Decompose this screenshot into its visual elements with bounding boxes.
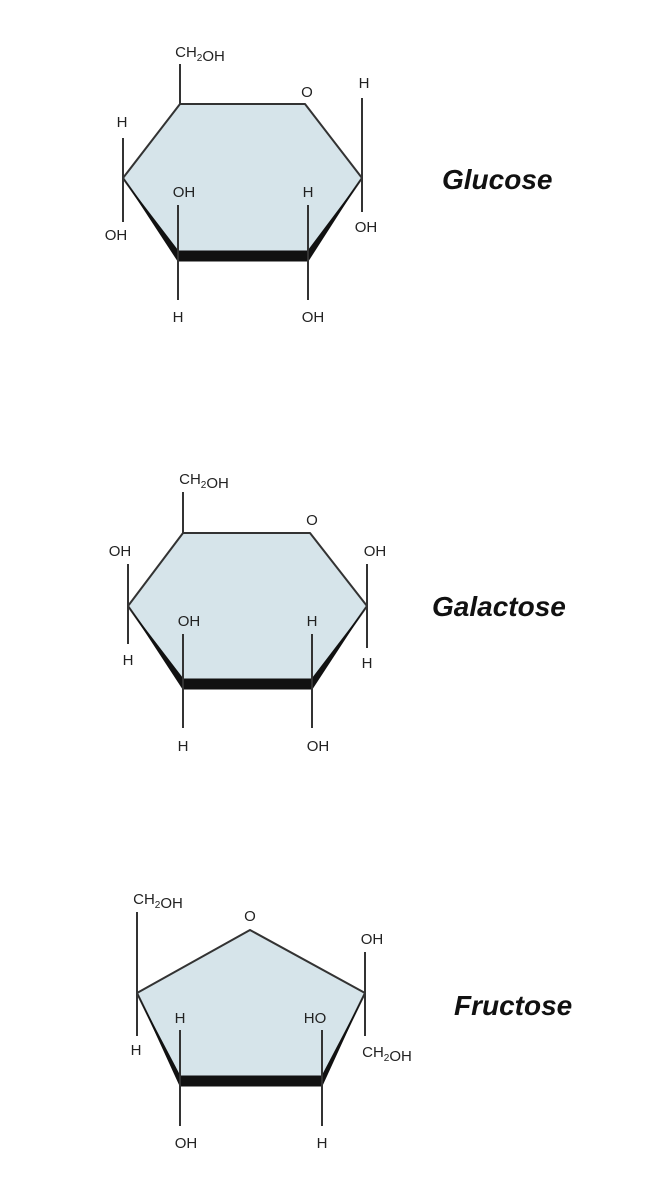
galactose-c4-top-label: OH (109, 543, 132, 560)
galactose-c1-top-label: OH (364, 543, 387, 560)
glucose-c4-top-label: H (117, 114, 128, 131)
fructose-ring-oxygen-label: O (244, 908, 256, 925)
glucose-ring-wedge-left (123, 178, 178, 262)
fructose-c2-top-label: OH (361, 931, 384, 948)
galactose-c6-label: CH2OH (179, 471, 229, 492)
galactose-c1-bottom-label: H (362, 655, 373, 672)
fructose-c5-bottom-label: H (131, 1042, 142, 1059)
fructose-c4-top-label: H (175, 1010, 186, 1027)
galactose-ring (127, 532, 368, 685)
galactose-c4-bottom-label: H (123, 652, 134, 669)
galactose-c3-bottom-label: H (178, 738, 189, 755)
glucose-c4-bottom-label: OH (105, 227, 128, 244)
galactose-structure: O CH2OH OH H OH H OH H H OH Galactose (109, 471, 566, 755)
galactose-c2-top-label: H (307, 613, 318, 630)
galactose-c3-top-label: OH (178, 613, 201, 630)
fructose-name: Fructose (454, 990, 572, 1021)
glucose-c1-top-label: H (359, 75, 370, 92)
fructose-c1-label: CH2OH (133, 891, 183, 912)
glucose-ring-oxygen-label: O (301, 84, 313, 101)
glucose-c3-bottom-label: H (173, 309, 184, 326)
glucose-name: Glucose (442, 164, 552, 195)
fructose-c2-bottom-label: CH2OH (362, 1044, 412, 1065)
fructose-structure: O CH2OH OH CH2OH H H OH HO H Fructose (131, 891, 573, 1152)
fructose-c4-bottom-label: OH (175, 1135, 198, 1152)
galactose-ring-wedge-right (312, 606, 367, 690)
galactose-c2-bottom-label: OH (307, 738, 330, 755)
fructose-ring-wedge-left (137, 993, 180, 1087)
fructose-c3-bottom-label: H (317, 1135, 328, 1152)
glucose-ring-wedge-right (308, 178, 362, 262)
glucose-c6-label: CH2OH (175, 44, 225, 65)
glucose-c2-top-label: H (303, 184, 314, 201)
galactose-name: Galactose (432, 591, 566, 622)
glucose-c1-bottom-label: OH (355, 219, 378, 236)
fructose-ring-wedge-right (322, 993, 365, 1087)
galactose-ring-wedge-left (128, 606, 183, 690)
fructose-c3-top-label: HO (304, 1010, 327, 1027)
glucose-c3-top-label: OH (173, 184, 196, 201)
galactose-ring-oxygen-label: O (306, 512, 318, 529)
glucose-structure: O CH2OH H OH H OH OH H H OH Glucose (105, 44, 553, 326)
glucose-c2-bottom-label: OH (302, 309, 325, 326)
